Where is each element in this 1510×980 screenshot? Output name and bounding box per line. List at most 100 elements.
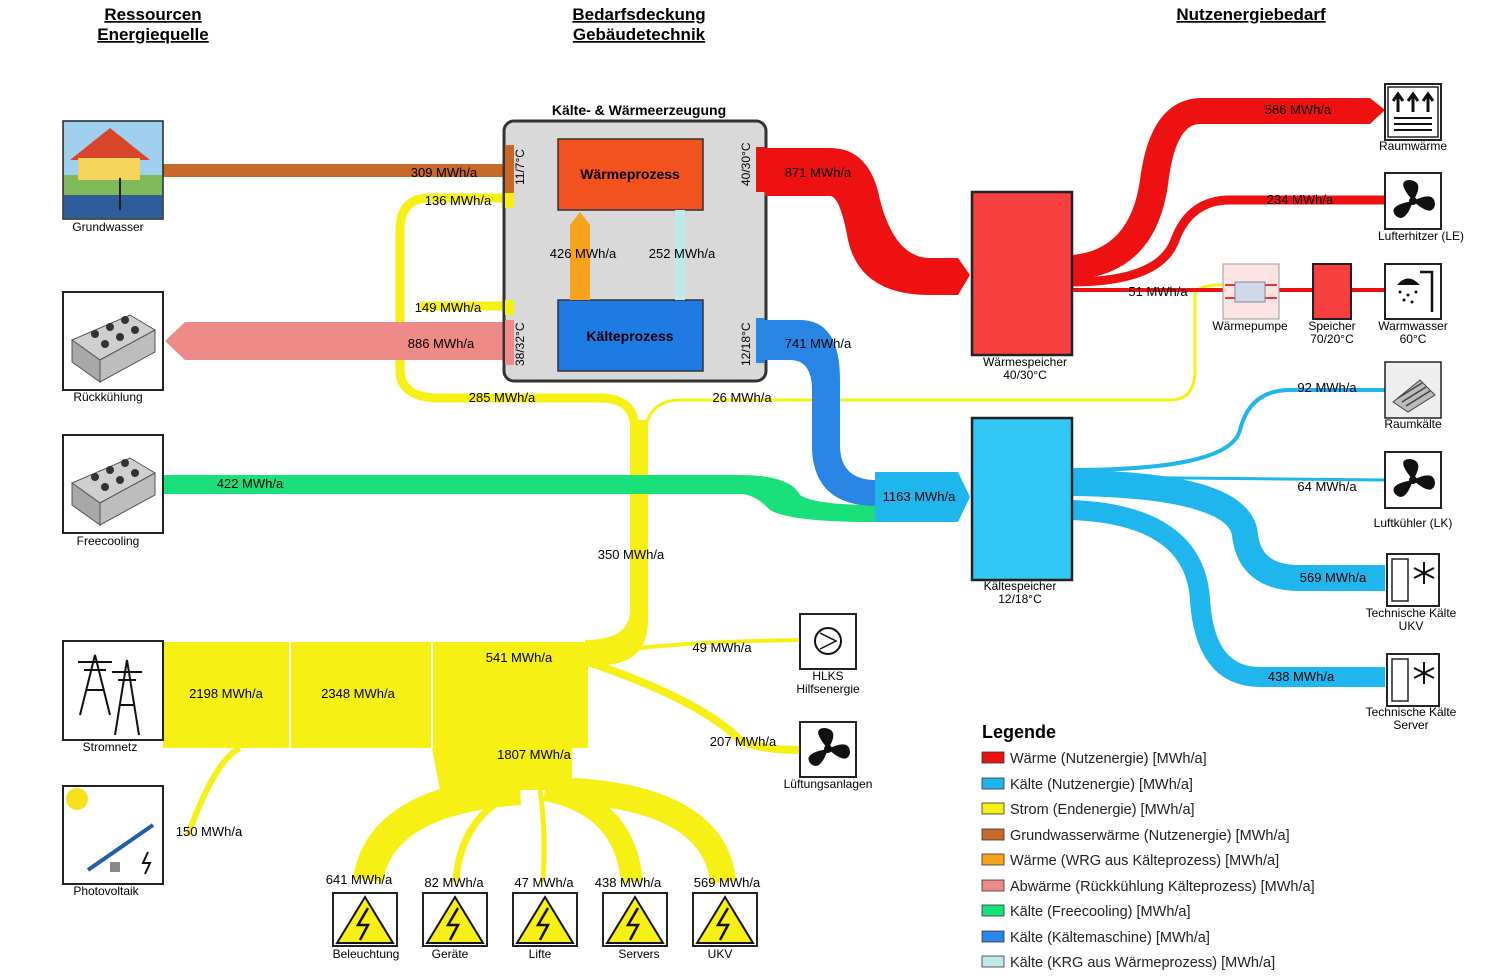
el-47-flow [537, 789, 547, 883]
temp-groundwater: 11/7°C [513, 149, 527, 185]
heat-storage-label: Wärmespeicher [983, 355, 1067, 369]
el-1807-flow [432, 642, 572, 790]
ventilation-label: Lüftungsanlagen [784, 777, 873, 791]
recooler-icon [62, 291, 164, 391]
freecooling-flow [163, 475, 875, 522]
wrg-flow [570, 212, 590, 300]
flow-label-886: 886 MWh/a [408, 336, 475, 351]
flow-label-1807: 1807 MWh/a [497, 747, 571, 762]
legend-label: Abwärme (Rückkühlung Kälteprozess) [MWh/… [1010, 879, 1315, 895]
flow-label-2348: 2348 MWh/a [321, 686, 395, 701]
cold-741-flow [765, 320, 876, 506]
lifts-icon [512, 892, 578, 947]
cold-1163-flow [875, 472, 970, 522]
flow-label-438-el: 438 MWh/a [595, 875, 662, 890]
tech-cold-ukv-label: Technische Kälte [1366, 606, 1457, 620]
servers-icon [602, 892, 668, 947]
lighting-label: Beleuchtung [333, 947, 400, 961]
header-resources: Ressourcen [104, 5, 201, 24]
room-cooling-icon [1384, 361, 1442, 419]
room-heat-label: Raumwärme [1379, 139, 1447, 153]
room-cold-label: Raumkälte [1384, 417, 1442, 431]
flow-labels: 309 MWh/a 136 MWh/a 426 MWh/a 252 MWh/a … [176, 102, 1367, 890]
dhw-storage-label: Speicher [1308, 319, 1355, 333]
heat-pump-label: Wärmepumpe [1212, 319, 1288, 333]
temp-heat-out: 40/30°C [739, 142, 753, 186]
power-grid-icon [62, 640, 164, 741]
heat-586-flow [1072, 98, 1385, 280]
el-82-flow [452, 786, 522, 883]
flow-label-641: 641 MWh/a [326, 872, 393, 887]
air-heater-label: Lufterhitzer (LE) [1378, 229, 1464, 243]
flow-label-2198: 2198 MWh/a [189, 686, 263, 701]
el-pv-flow [185, 745, 242, 837]
legend: Legende Wärme (Nutzenergie) [MWh/a] Kält… [981, 722, 1315, 971]
flow-label-149: 149 MWh/a [415, 300, 482, 315]
tech-cold-server-label: Technische Kälte [1366, 705, 1457, 719]
legend-label: Wärme (WRG aus Kälteprozess) [MWh/a] [1010, 853, 1279, 869]
heat-pump-icon [1222, 263, 1280, 320]
legend-item: Grundwasserwärme (Nutzenergie) [MWh/a] [981, 828, 1290, 844]
flow-label-586: 586 MWh/a [1265, 102, 1332, 117]
devices-icon [422, 892, 488, 947]
heat-process-box [557, 138, 704, 211]
flow-label-541: 541 MWh/a [486, 650, 553, 665]
flow-label-207: 207 MWh/a [710, 734, 777, 749]
legend-item: Wärme (Nutzenergie) [MWh/a] [981, 751, 1207, 767]
flow-label-64: 64 MWh/a [1297, 479, 1357, 494]
flow-label-gw: 309 MWh/a [411, 165, 478, 180]
temp-cold-out: 12/18°C [739, 322, 753, 366]
hlks-pump-icon [799, 613, 857, 670]
generator-title: Kälte- & Wärmeerzeugung [552, 102, 726, 118]
header-building-services: Gebäudetechnik [573, 25, 706, 44]
freecooler-icon [62, 434, 164, 534]
legend-label: Kälte (Nutzenergie) [MWh/a] [1010, 777, 1193, 793]
cold-92-flow [1071, 388, 1385, 472]
dhw-storage-box [1312, 263, 1352, 320]
hlks-label: HLKS [812, 669, 843, 683]
flow-label-871: 871 MWh/a [785, 165, 852, 180]
cold-process-box [557, 299, 704, 372]
legend-label: Strom (Endenergie) [MWh/a] [1010, 802, 1195, 818]
legend-label: Kälte (Freecooling) [MWh/a] [1010, 904, 1191, 920]
groundwater-label: Grundwasser [72, 220, 143, 234]
servers-label: Servers [618, 947, 659, 961]
ukv-icon [692, 892, 758, 947]
legend-label: Kälte (Kältemaschine) [MWh/a] [1010, 930, 1210, 946]
flow-label-285: 285 MWh/a [469, 390, 536, 405]
flow-label-350: 350 MWh/a [598, 547, 665, 562]
legend-label: Grundwasserwärme (Nutzenergie) [MWh/a] [1010, 828, 1290, 844]
cold-438-flow [1071, 500, 1385, 687]
flow-label-426: 426 MWh/a [550, 246, 617, 261]
cold-569-flow [1071, 470, 1385, 591]
flow-label-26: 26 MWh/a [712, 390, 772, 405]
flow-label-438-cold: 438 MWh/a [1268, 669, 1335, 684]
cold-storage-label: Kältespeicher [984, 579, 1057, 593]
recooling-flow [165, 322, 505, 360]
el-350-flow [585, 420, 648, 665]
freecooling-label: Freecooling [77, 534, 140, 548]
heat-234-flow [1071, 195, 1385, 287]
lifts-label: Lifte [529, 947, 552, 961]
grid-label: Stromnetz [83, 740, 138, 754]
devices-label: Geräte [432, 947, 469, 961]
legend-item: Abwärme (Rückkühlung Kälteprozess) [MWh/… [981, 879, 1315, 895]
ventilation-fan-icon [799, 721, 857, 778]
flow-label-252: 252 MWh/a [649, 246, 716, 261]
flow-label-234: 234 MWh/a [1267, 192, 1334, 207]
heat-storage-temp: 40/30°C [1003, 368, 1047, 382]
hot-water-label: Warmwasser [1378, 319, 1448, 333]
flow-label-569-el: 569 MWh/a [694, 875, 761, 890]
flow-label-150: 150 MWh/a [176, 824, 243, 839]
flow-label-92: 92 MWh/a [1297, 380, 1357, 395]
flow-label-1163: 1163 MWh/a [883, 489, 957, 504]
hlks-sub: Hilfsenergie [796, 682, 860, 696]
photovoltaic-icon [62, 785, 164, 885]
header-energy-source: Energiequelle [97, 25, 208, 44]
legend-item: Wärme (WRG aus Kälteprozess) [MWh/a] [981, 853, 1279, 869]
el-49-flow [587, 638, 801, 657]
hot-water-temp: 60°C [1400, 332, 1427, 346]
cold-storage-temp: 12/18°C [998, 592, 1042, 606]
tech-cold-ukv-icon [1386, 553, 1440, 607]
